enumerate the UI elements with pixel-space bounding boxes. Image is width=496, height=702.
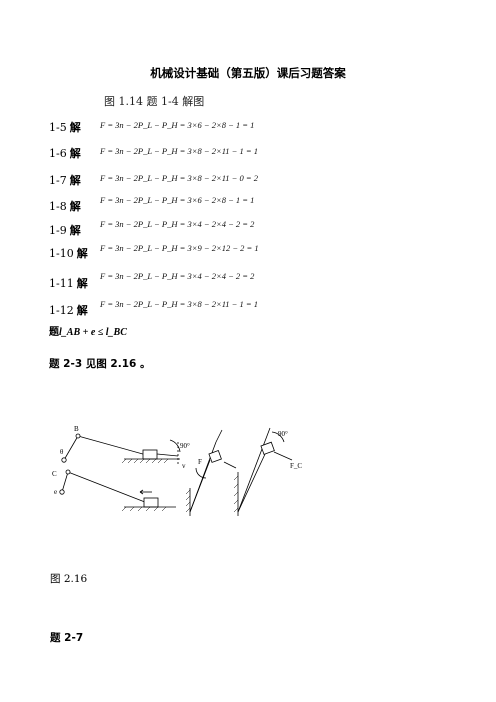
- label-angle: 90°: [180, 442, 190, 450]
- condition-note: 题l_AB + e ≤ l_BC: [49, 327, 127, 338]
- upper-slider-crank: B 90° v θ: [60, 425, 190, 470]
- solution-formula: F = 3n − 2P_L − P_H = 3×8 − 2×11 − 1 = 1: [100, 299, 259, 309]
- label-angle-right: 90°: [278, 430, 288, 438]
- label-e: e: [54, 488, 57, 496]
- solution-formula: F = 3n − 2P_L − P_H = 3×4 − 2×4 − 2 = 2: [100, 271, 255, 281]
- lower-slider-crank: C e: [52, 469, 176, 512]
- label-fc: F_C: [290, 462, 302, 470]
- solution-formula: F = 3n − 2P_L − P_H = 3×9 − 2×12 − 2 = 1: [100, 243, 259, 253]
- solution-formula: F = 3n − 2P_L − P_H = 3×4 − 2×4 − 2 = 2: [100, 219, 255, 229]
- label-a: B: [74, 425, 79, 433]
- question-2-7: 题 2-7: [50, 632, 84, 644]
- label-f: F: [198, 458, 202, 466]
- solution-formula: F = 3n − 2P_L − P_H = 3×6 − 2×8 − 1 = 1: [100, 195, 255, 205]
- solution-formula: F = 3n − 2P_L − P_H = 3×8 − 2×11 − 0 = 2: [100, 173, 259, 183]
- label-v: v: [182, 462, 186, 470]
- figure-caption-1-14: 图 1.14 题 1-4 解图: [104, 95, 205, 108]
- question-2-3: 题 2-3 见图 2.16 。: [49, 358, 151, 370]
- solution-formula: F = 3n − 2P_L − P_H = 3×6 − 2×8 − 1 = 1: [100, 120, 255, 130]
- page-title: 机械设计基础（第五版）课后习题答案: [150, 66, 346, 80]
- figure-caption-2-16: 图 2.16: [50, 573, 88, 585]
- label-c: C: [52, 470, 57, 478]
- middle-mechanism: F: [185, 429, 237, 516]
- label-theta: θ: [60, 448, 64, 456]
- figure-2-16: B 90° v θ C e F 90°: [52, 425, 302, 516]
- solution-formula: F = 3n − 2P_L − P_H = 3×8 − 2×11 − 1 = 1: [100, 146, 259, 156]
- right-mechanism: 90° F_C: [233, 427, 302, 516]
